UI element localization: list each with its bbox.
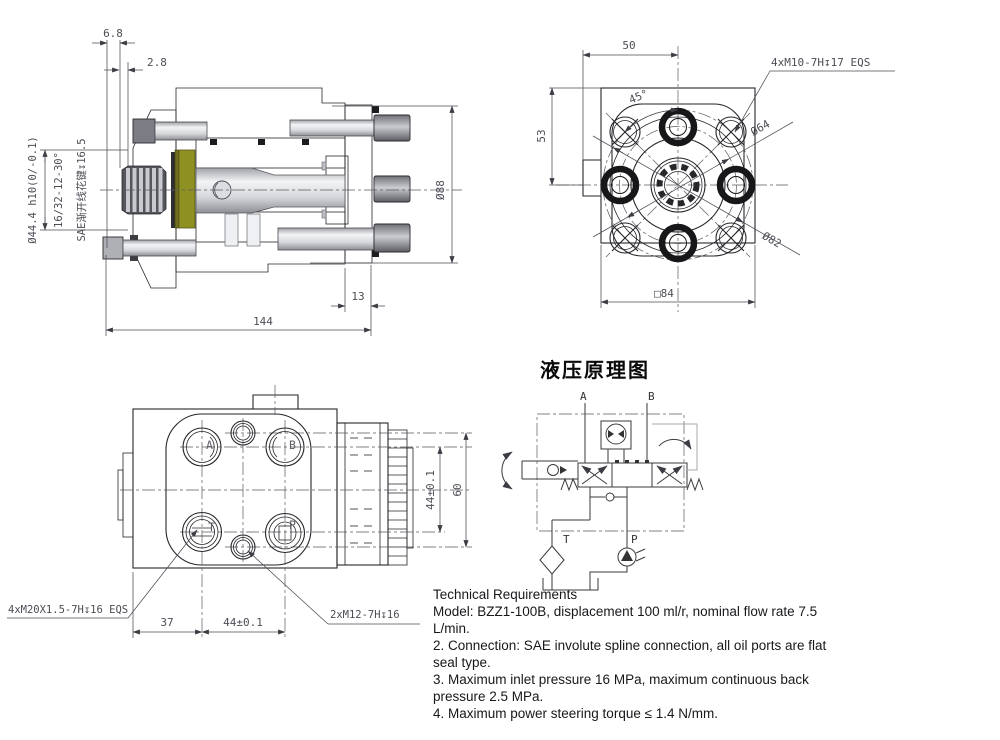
label-spline-spec: 16/32-12-30°: [53, 152, 65, 228]
dim-53: 53: [535, 129, 548, 142]
dim-144: 144: [253, 315, 273, 328]
front-view: 50 53 45° □84 4xM10-7H↧17 EQS Ø64: [535, 39, 895, 312]
rotation-arrow-right: [658, 438, 692, 450]
dim-50: 50: [622, 39, 635, 52]
schematic-port-b: B: [648, 390, 655, 403]
tech-line: Model: BZZ1-100B, displacement 100 ml/r,…: [433, 604, 818, 619]
section-dimensions: 6.8 2.8 Ø44.4 h10(0/-0.1) 16/32-12-30° S…: [27, 27, 458, 336]
port-t-label: T: [208, 520, 215, 534]
label-spline-type: SAE渐开线花键↧16.5: [75, 138, 88, 241]
bottom-view: A B T P 37 44±0.1 44±0.1 60 4xM20X1.5-7H…: [7, 385, 472, 640]
bottom-centerlines: [120, 385, 472, 640]
tech-line: 4. Maximum power steering torque ≤ 1.4 N…: [433, 706, 719, 721]
tech-line: seal type.: [433, 655, 491, 670]
cross-section-view: 6.8 2.8 Ø44.4 h10(0/-0.1) 16/32-12-30° S…: [27, 27, 462, 336]
metering-motor: [600, 420, 632, 463]
dim-60: 60: [451, 483, 464, 496]
check-valve: [605, 492, 615, 502]
port-p-label: P: [289, 518, 296, 532]
dim-37: 37: [160, 616, 173, 629]
spring-right: [686, 477, 704, 492]
port-a-label: A: [206, 438, 213, 452]
dim-44-vertical: 44±0.1: [424, 470, 437, 510]
dim-dia-88: Ø88: [434, 180, 447, 200]
tech-line: Technical Requirements: [433, 587, 578, 602]
rotation-arrow-left: [501, 451, 513, 490]
front-bolt-holes: [600, 107, 756, 263]
tech-line: 3. Maximum inlet pressure 16 MPa, maximu…: [433, 672, 809, 687]
hydraulic-schematic: A B: [501, 390, 704, 591]
dim-13: 13: [351, 290, 364, 303]
tech-line: L/min.: [433, 621, 470, 636]
schematic-port-p: P: [631, 533, 638, 546]
tech-line: 2. Connection: SAE involute spline conne…: [433, 638, 827, 653]
label-bolt-holes: 4xM10-7H↧17 EQS: [771, 56, 870, 69]
schematic-title: 液压原理图: [540, 360, 650, 382]
technical-requirements: Technical Requirements Model: BZZ1-100B,…: [433, 586, 827, 722]
schematic-port-lines: A B: [580, 390, 655, 463]
steering-input: [501, 423, 698, 490]
supply-return-circuit: T P: [539, 487, 646, 591]
dim-dia-82: Ø82: [760, 229, 784, 250]
tank-symbol: [542, 578, 599, 591]
port-b-label: B: [289, 438, 296, 452]
bottom-outline: [117, 394, 414, 569]
bottom-dimensions: 37 44±0.1 44±0.1 60 4xM20X1.5-7H↧16 EQS …: [7, 432, 469, 638]
tech-line: pressure 2.5 MPa.: [433, 689, 544, 704]
label-port-holes: 4xM20X1.5-7H↧16 EQS: [8, 604, 128, 616]
label-shaft-diameter: Ø44.4 h10(0/-0.1): [27, 136, 39, 243]
schematic-port-a: A: [580, 390, 587, 403]
section-bolts: [102, 114, 411, 261]
dim-sq84: □84: [654, 287, 674, 300]
schematic-port-t: T: [563, 533, 570, 546]
filter-symbol: [539, 545, 565, 575]
dim-44-horizontal: 44±0.1: [223, 616, 263, 629]
dim-6-8: 6.8: [103, 27, 123, 40]
front-dimensions: 50 53 45° □84 4xM10-7H↧17 EQS Ø64: [535, 39, 895, 308]
dim-2-8: 2.8: [147, 56, 167, 69]
feedback-line: [652, 423, 698, 471]
bottom-ports: A B T P: [181, 420, 306, 560]
spring-left: [560, 477, 579, 492]
dim-dia-64: Ø64: [748, 117, 772, 138]
label-center-holes: 2xM12-7H↧16: [330, 609, 400, 621]
directional-valve: [560, 460, 704, 492]
schematic-boundary: [536, 413, 685, 532]
front-circles: [609, 116, 747, 254]
